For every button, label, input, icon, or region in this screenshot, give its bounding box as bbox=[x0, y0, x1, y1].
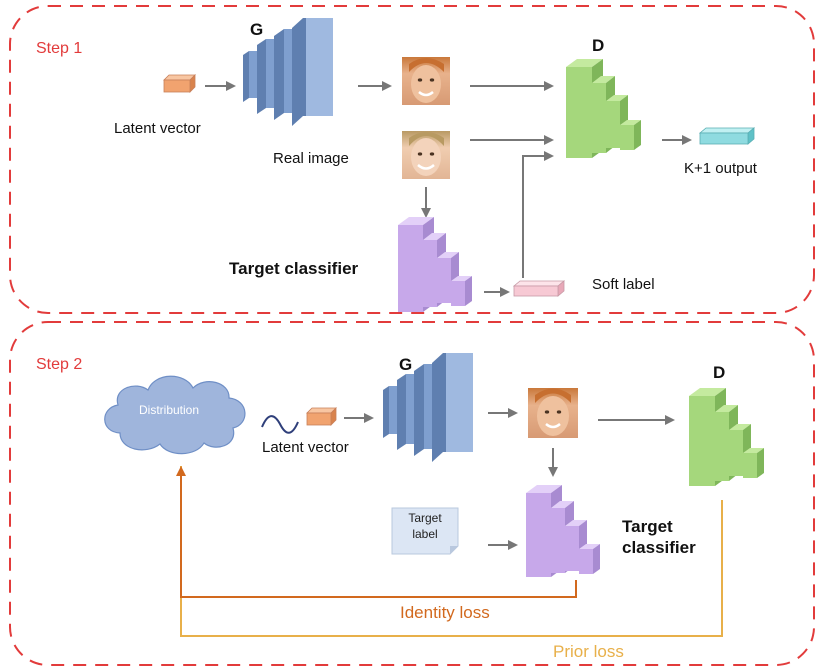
real-image-label: Real image bbox=[273, 150, 349, 167]
output-vector-block bbox=[698, 127, 756, 145]
generator-g-step1 bbox=[243, 18, 333, 126]
latent-vector-block bbox=[163, 74, 196, 93]
prior-loss-label: Prior loss bbox=[553, 642, 624, 661]
cloud-icon bbox=[104, 375, 246, 455]
latent-vector-block-step2 bbox=[306, 407, 337, 426]
arrow-softlabel-to-d bbox=[522, 151, 554, 278]
step2-frame bbox=[9, 321, 815, 666]
soft-label-block bbox=[512, 280, 566, 297]
identity-loss-path bbox=[176, 466, 577, 598]
step2-title: Step 2 bbox=[36, 356, 83, 373]
discriminator-d-step2 bbox=[689, 388, 764, 486]
discriminator-d-step1 bbox=[566, 59, 641, 158]
classifier-label-step2: Target classifier bbox=[622, 516, 696, 558]
discriminator-label-step2: D bbox=[713, 363, 726, 382]
generator-label-step2: G bbox=[399, 355, 413, 374]
classifier-label-step2-line1: Target bbox=[622, 517, 673, 536]
wave-icon bbox=[261, 415, 299, 434]
face-image-icon bbox=[528, 388, 578, 438]
target-label-line1: Target bbox=[408, 511, 442, 525]
soft-label-label: Soft label bbox=[592, 276, 655, 293]
target-label-line2: label bbox=[412, 527, 438, 541]
latent-vector-label-step2: Latent vector bbox=[262, 439, 349, 456]
latent-vector-label-step1: Latent vector bbox=[114, 120, 201, 137]
classifier-label-step1: Target classifier bbox=[229, 259, 359, 278]
generator-label-step1: G bbox=[250, 20, 264, 39]
distribution-label: Distribution bbox=[139, 403, 200, 417]
classifier-label-step2-line2: classifier bbox=[622, 538, 696, 557]
document-fold bbox=[450, 546, 458, 554]
discriminator-label-step1: D bbox=[592, 36, 605, 55]
face-image-icon bbox=[402, 57, 450, 105]
output-label: K+1 output bbox=[684, 160, 757, 177]
step1-title: Step 1 bbox=[36, 40, 83, 57]
target-classifier-step2 bbox=[526, 485, 600, 577]
target-label-text: Target label bbox=[392, 510, 458, 542]
target-classifier-step1 bbox=[398, 217, 472, 312]
face-image-icon bbox=[402, 131, 450, 179]
identity-loss-label: Identity loss bbox=[400, 603, 490, 622]
step1-frame bbox=[9, 5, 815, 314]
generator-g-step2 bbox=[383, 353, 473, 462]
